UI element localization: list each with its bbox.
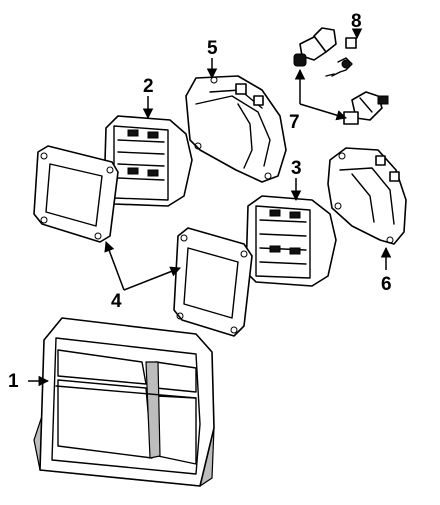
- part-8-adjuster: [293, 27, 357, 77]
- part-4-upper-ring: [33, 145, 119, 243]
- part-3-lower-lamp: [245, 195, 337, 287]
- leader-lines: [28, 28, 392, 387]
- part-4-lower-ring: [173, 227, 253, 337]
- callout-1: 1: [8, 371, 19, 392]
- callout-3: 3: [291, 158, 302, 179]
- callout-5: 5: [207, 38, 218, 59]
- callout-4: 4: [111, 291, 122, 312]
- callout-7: 7: [289, 112, 300, 133]
- part-1-bezel: [33, 317, 215, 487]
- callout-8: 8: [351, 11, 362, 32]
- callout-2: 2: [143, 76, 154, 97]
- part-2-upper-lamp: [103, 115, 193, 207]
- part-5-upper-housing: [185, 75, 287, 183]
- part-7-connector: [343, 91, 389, 125]
- part-6-lower-housing: [327, 147, 407, 245]
- callout-6: 6: [381, 274, 392, 295]
